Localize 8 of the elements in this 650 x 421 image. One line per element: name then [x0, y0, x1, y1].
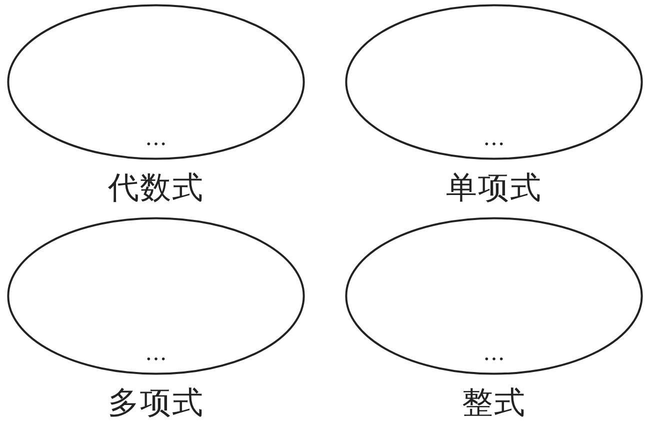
set-label: 整式: [462, 386, 526, 420]
ellipsis-text: …: [483, 128, 505, 150]
ellipsis-text: …: [483, 343, 505, 365]
set-label: 代数式: [108, 171, 204, 205]
ellipsis-text: …: [145, 343, 167, 365]
set-label: 单项式: [446, 171, 542, 205]
set-label: 多项式: [108, 386, 204, 420]
ellipsis-text: …: [145, 128, 167, 150]
